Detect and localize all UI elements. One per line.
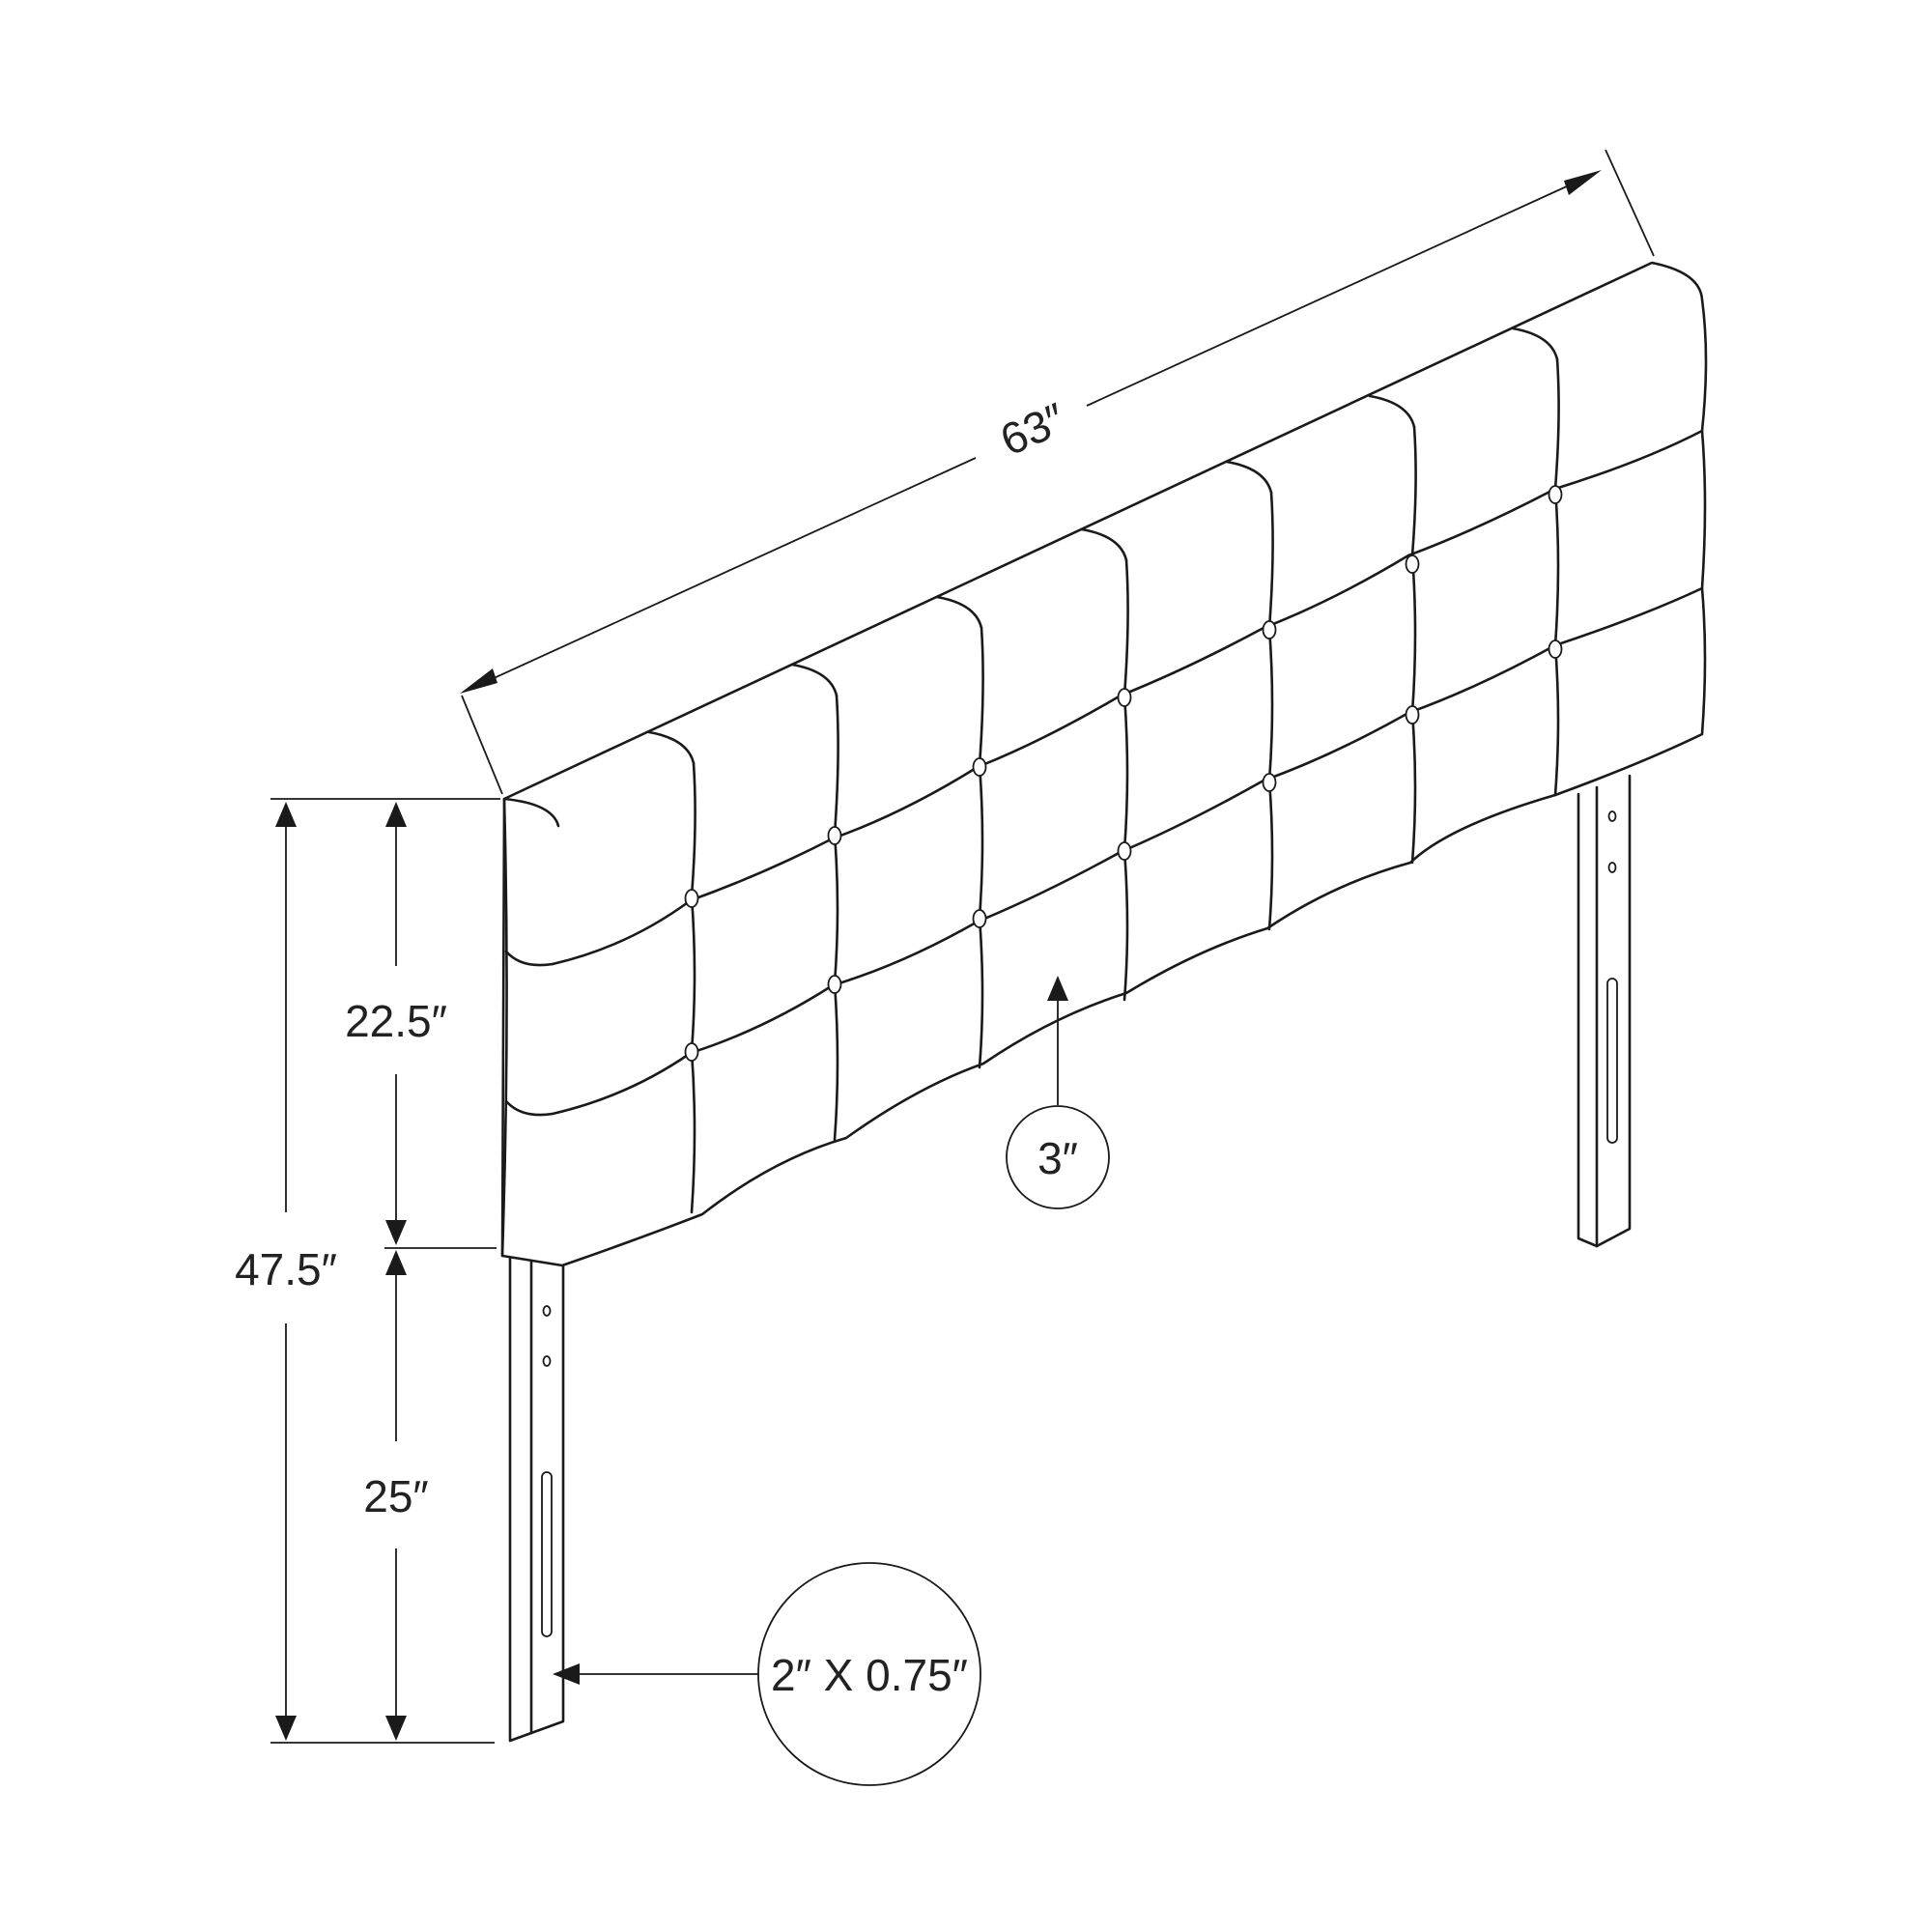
right-leg [1577, 774, 1632, 1248]
panel-height-label: 22.5″ [345, 996, 447, 1046]
headboard-panel [500, 261, 1708, 1267]
total-height-label: 47.5″ [235, 1244, 337, 1294]
left-leg [508, 1254, 565, 1743]
leg-height-label: 25″ [363, 1471, 428, 1521]
total-height-dimension [270, 798, 500, 1744]
width-label: 63″ [993, 393, 1073, 466]
thickness-label: 3″ [1037, 1133, 1078, 1183]
thickness-callout [1006, 976, 1110, 1209]
leg-size-label: 2″ X 0.75″ [771, 1650, 968, 1700]
panel-height-dimension [384, 802, 497, 1249]
width-dimension [460, 149, 1655, 795]
leg-size-callout [553, 1562, 981, 1786]
leg-height-dimension [385, 1250, 407, 1741]
